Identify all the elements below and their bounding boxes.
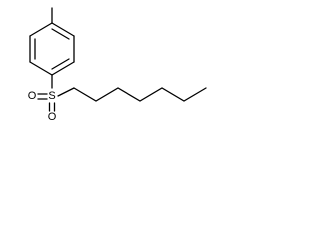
chemical-structure: S O O <box>28 7 207 123</box>
oxygen-atom-label-bottom: O <box>48 111 57 123</box>
ring-bond <box>51 22 75 37</box>
sulfonyl-oxygen-bottom-bond <box>48 102 56 112</box>
sulfur-atom-label: S <box>48 90 55 102</box>
ring-bond <box>51 61 75 76</box>
octyl-chain <box>73 87 207 102</box>
sulfonyl-oxygen-left-bond <box>37 93 48 100</box>
ring-bond <box>29 61 53 76</box>
ring-double-bond <box>51 28 70 40</box>
ring-bond <box>29 22 53 37</box>
sulfur-chain-bond <box>57 87 75 97</box>
benzene-ring <box>29 22 75 76</box>
oxygen-atom-label-left: O <box>28 90 37 102</box>
ring-double-bond <box>51 58 70 70</box>
